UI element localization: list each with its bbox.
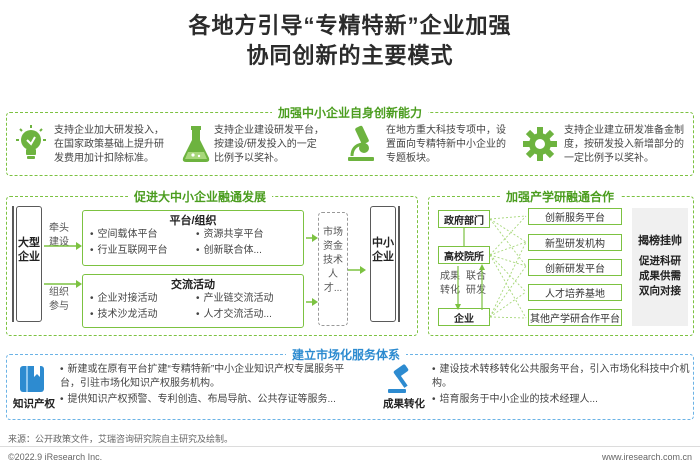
large-enterprise-box: [16, 206, 42, 322]
ip-label: 知识产权: [13, 398, 55, 410]
activity-item-3: 技术沙龙活动: [90, 308, 190, 322]
activity-item-2: 产业链交流活动: [196, 292, 300, 306]
platform-node-1: 创新服务平台: [528, 208, 622, 225]
resource-flow-label: 市场资金技术人才...: [323, 227, 343, 294]
ip-item-1: 新建或在原有平台扩建“专精特新”中小企业知识产权专属服务平台，引驻市场化知识产权…: [60, 363, 360, 391]
large-to-platform-arrows: [44, 242, 82, 288]
lightbulb-icon: [14, 125, 48, 163]
book-icon: [18, 364, 46, 394]
self-innovation-item-1: 支持企业加大研发投入，在国家政策基础上提升研发费用加计扣除标准。: [54, 125, 164, 164]
platform-to-small-arrows: [306, 234, 366, 306]
page-title-line2: 协同创新的主要模式: [246, 43, 454, 68]
resource-flow-box: [318, 212, 348, 326]
join-participate-label: 组织参与: [49, 287, 69, 312]
section-industry-academia-title: 加强产学研融通合作: [500, 188, 621, 205]
industry-academia-links: [455, 215, 527, 319]
self-innovation-item-3: 在地方重大科技专项中，设置面向专精特新中小企业的专题板块。: [386, 125, 506, 164]
small-enterprise-label: 中小企业: [372, 237, 394, 263]
tech-transfer-label: 成果转化: [383, 398, 425, 410]
activity-item-4: 人才交流活动...: [196, 308, 300, 322]
platform-node-4: 人才培养基地: [528, 284, 622, 301]
platform-box: [82, 210, 304, 266]
section-large-small-integration-title: 促进大中小企业融通发展: [128, 188, 273, 205]
section-market-service-title: 建立市场化服务体系: [286, 346, 407, 363]
gear-icon: [522, 126, 558, 162]
website: www.iresearch.com.cn: [601, 452, 692, 462]
platform-node-5: 其他产学研合作平台: [528, 309, 622, 326]
flask-icon: [180, 124, 212, 164]
activity-title: 交流活动: [171, 279, 215, 291]
joint-rd-label: 联合研发: [466, 271, 486, 296]
platform-item-1: 空间载体平台: [90, 228, 190, 242]
platform-item-3: 行业互联网平台: [90, 244, 190, 258]
activity-box: [82, 274, 304, 328]
university-node: 高校院所: [438, 246, 490, 264]
gov-node: 政府部门: [438, 210, 490, 228]
platform-node-3: 创新研发平台: [528, 259, 622, 276]
results-transfer-label: 成果转化: [440, 271, 460, 296]
copyright: ©2022.9 iResearch Inc.: [8, 452, 103, 462]
platform-title: 平台/组织: [169, 215, 217, 227]
self-innovation-item-4: 支持企业建立研发准备金制度，按研发投入新增部分的一定比例予以奖补。: [564, 125, 684, 164]
side-panel-text: 促进科研成果供需双向对接: [639, 255, 681, 297]
side-panel-title: 揭榜挂帅: [638, 235, 682, 247]
source-note: 来源：公开政策文件，艾瑞咨询研究院自主研究及绘制。: [8, 434, 234, 444]
tech-transfer-item-2: 培育服务于中小企业的技术经理人...: [432, 393, 690, 407]
platform-item-2: 资源共享平台: [196, 228, 300, 242]
page-title-line1: 各地方引导“专精特新”企业加强: [188, 13, 512, 38]
large-enterprise-label: 大型企业: [18, 237, 40, 263]
gavel-icon: [386, 364, 416, 394]
platform-item-4: 创新联合体...: [196, 244, 300, 258]
side-panel: [632, 208, 688, 326]
lead-build-label: 牵头建设: [49, 223, 69, 248]
small-enterprise-box: [370, 206, 396, 322]
activity-item-1: 企业对接活动: [90, 292, 190, 306]
ip-item-2: 提供知识产权预警、专利创造、布局导航、公共存证等服务...: [60, 393, 360, 407]
enterprise-node: 企业: [438, 308, 490, 326]
microscope-icon: [344, 124, 378, 164]
platform-node-2: 新型研发机构: [528, 234, 622, 251]
tech-transfer-item-1: 建设技术转移转化公共服务平台，引入市场化科技中介机构。: [432, 363, 690, 391]
section-self-innovation-title: 加强中小企业自身创新能力: [272, 104, 429, 121]
self-innovation-item-2: 支持企业建设研发平台，按建设/研发投入的一定比例予以奖补。: [214, 125, 324, 164]
